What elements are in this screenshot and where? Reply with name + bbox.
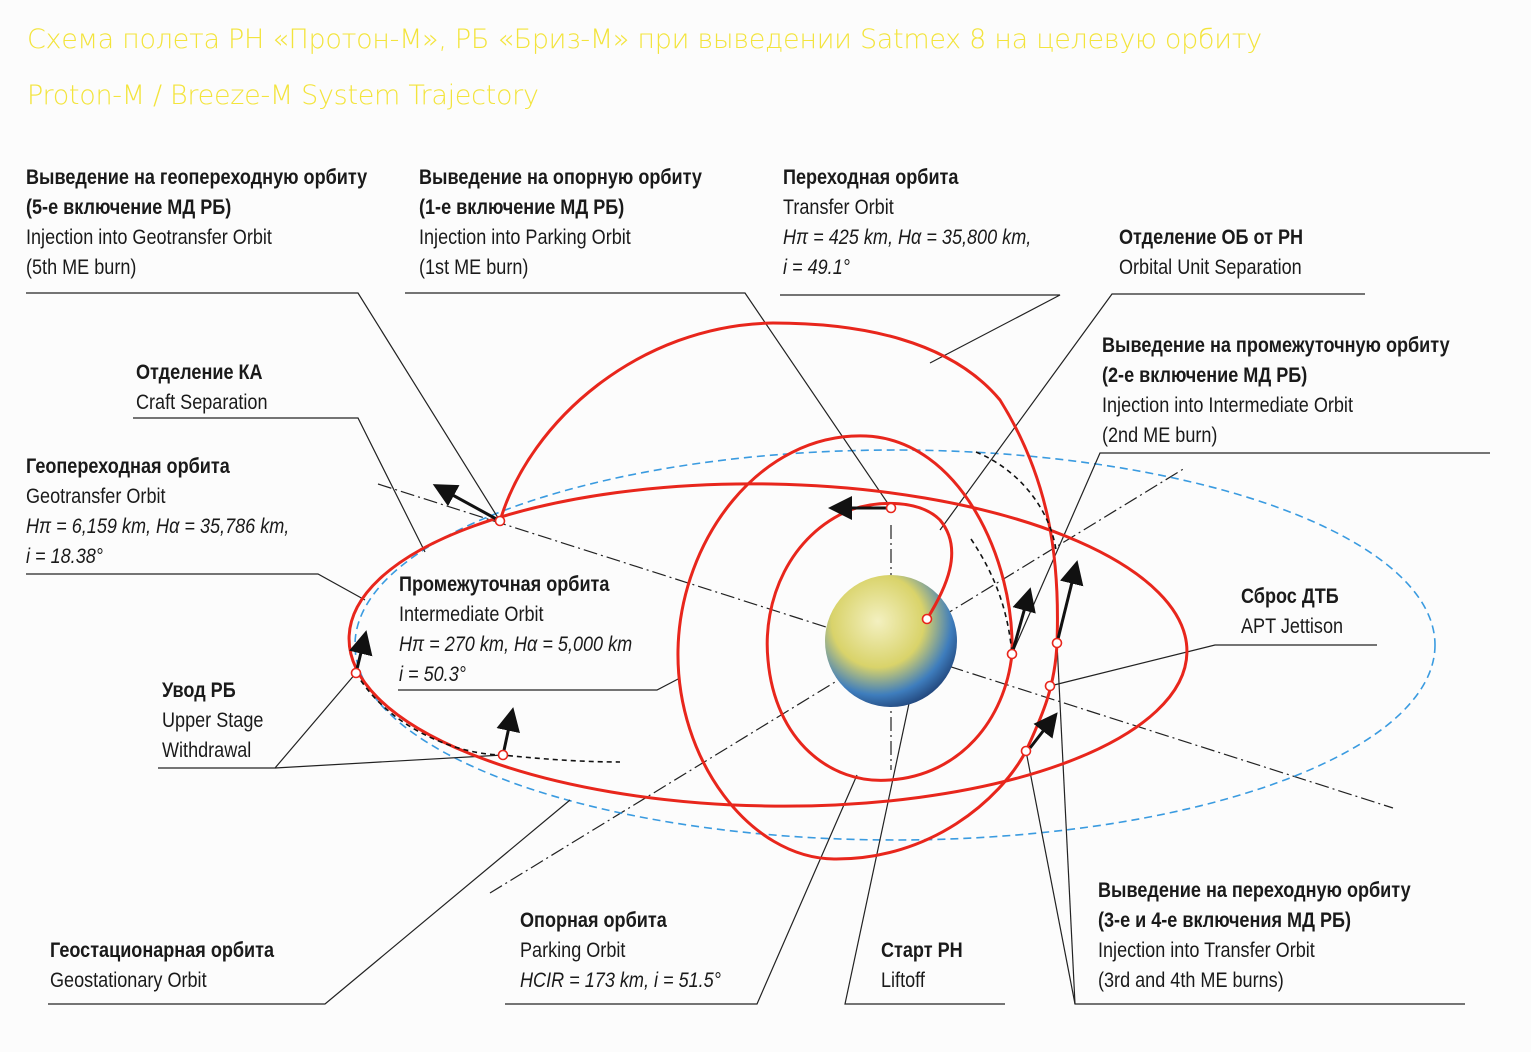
label-intermediate-injection: Выведение на промежуточную орбиту(2-е вк… — [1102, 334, 1450, 447]
leader-lines — [26, 292, 1490, 1005]
orbits — [347, 321, 1189, 861]
title-en: Proton-M / Breeze-M System Trajectory — [27, 80, 539, 111]
event-points — [350, 502, 1063, 761]
label-parking-injection: Выведение на опорную орбиту(1-е включени… — [419, 166, 702, 279]
parking-orbit — [765, 501, 1014, 782]
earth-icon — [825, 575, 957, 707]
intermediate-orbit — [347, 482, 1189, 808]
dashed-trajectories — [355, 451, 1057, 763]
title-ru: Схема полета РН «Протон-М», РБ «Бриз-М» … — [27, 24, 1262, 55]
transfer-loop — [676, 434, 1059, 861]
label-transfer-injection: Выведение на переходную орбиту(3-е и 4-е… — [1098, 879, 1411, 992]
geostationary-orbit — [354, 449, 1436, 841]
thrust-arrows — [349, 484, 1084, 756]
transfer-orbit — [498, 321, 1059, 644]
label-gto-injection: Выведение на геопереходную орбиту(5-е вк… — [26, 166, 368, 279]
